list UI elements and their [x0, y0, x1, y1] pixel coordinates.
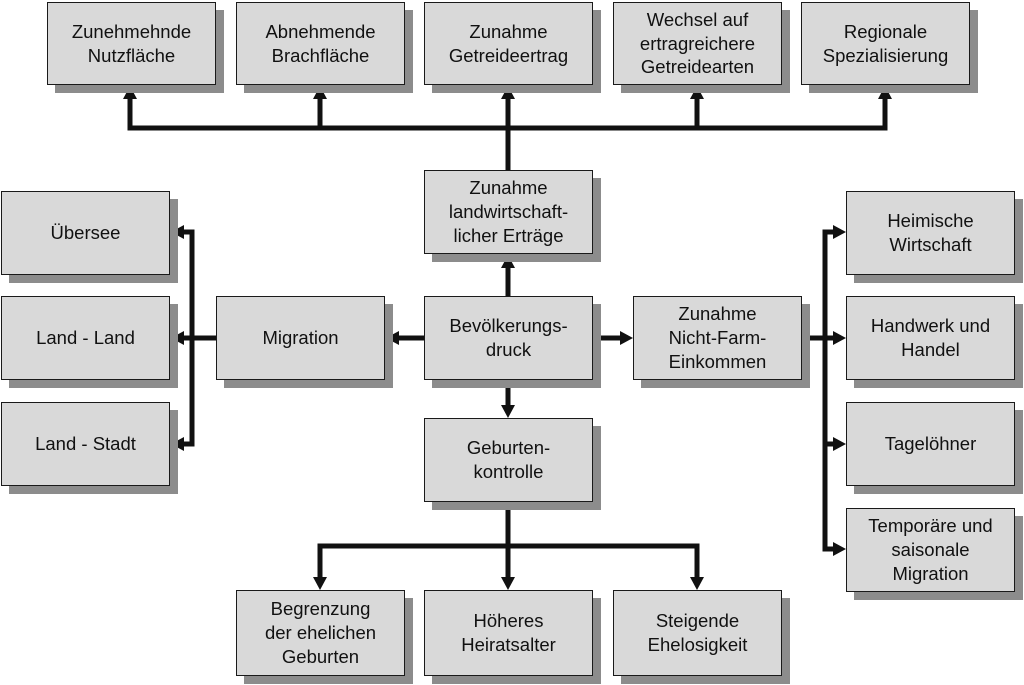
arrowhead	[386, 331, 399, 345]
arrowhead	[501, 405, 515, 418]
node-right-4: Temporäre und saisonale Migration	[846, 508, 1015, 592]
arrowhead	[501, 577, 515, 590]
node-top-4: Wechsel auf ertragreichere Getreidearten	[613, 2, 782, 85]
arrowhead	[313, 577, 327, 590]
arrowhead	[690, 86, 704, 99]
arrowhead	[690, 577, 704, 590]
node-birth-control: Geburten- kontrolle	[424, 418, 593, 502]
node-top-1: Zunehmehnde Nutzfläche	[47, 2, 216, 85]
arrowhead	[171, 331, 184, 345]
node-population-pressure: Bevölkerungs- druck	[424, 296, 593, 380]
node-right-3: Tagelöhner	[846, 402, 1015, 486]
arrowhead	[878, 86, 892, 99]
node-left-2: Land - Land	[1, 296, 170, 380]
arrowhead	[833, 225, 846, 239]
node-bottom-3: Steigende Ehelosigkeit	[613, 590, 782, 676]
node-non-farm-income: Zunahme Nicht-Farm- Einkommen	[633, 296, 802, 380]
node-top-2: Abnehmende Brachfläche	[236, 2, 405, 85]
arrowhead	[833, 331, 846, 345]
node-top-5: Regionale Spezialisierung	[801, 2, 970, 85]
arrowhead	[833, 542, 846, 556]
arrowhead	[171, 225, 184, 239]
arrowhead	[833, 437, 846, 451]
arrowhead	[501, 86, 515, 99]
node-left-3: Land - Stadt	[1, 402, 170, 486]
node-top-3: Zunahme Getreideertrag	[424, 2, 593, 85]
arrowhead	[171, 437, 184, 451]
arrowhead	[620, 331, 633, 345]
node-migration: Migration	[216, 296, 385, 380]
node-bottom-1: Begrenzung der ehelichen Geburten	[236, 590, 405, 676]
node-bottom-2: Höheres Heiratsalter	[424, 590, 593, 676]
node-right-2: Handwerk und Handel	[846, 296, 1015, 380]
arrowhead	[123, 86, 137, 99]
arrowhead	[501, 255, 515, 268]
node-right-1: Heimische Wirtschaft	[846, 191, 1015, 275]
node-agricultural-yields: Zunahme landwirtschaft- licher Erträge	[424, 170, 593, 254]
arrowhead	[313, 86, 327, 99]
node-left-1: Übersee	[1, 191, 170, 275]
